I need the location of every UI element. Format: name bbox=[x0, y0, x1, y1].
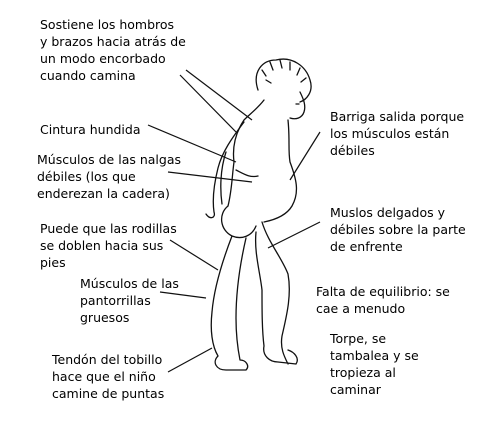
label-calves: Músculos de las pantorrillas gruesos bbox=[80, 276, 179, 325]
label-thighs: Muslos delgados y débiles sobre la parte… bbox=[330, 205, 466, 254]
front-leg-outline bbox=[254, 221, 298, 365]
face-icon bbox=[289, 91, 306, 120]
label-glutes: Músculos de las nalgas débiles (los que … bbox=[37, 152, 182, 201]
pointer-shoulders bbox=[179, 74, 237, 133]
label-knees: Puede que las rodillas se doblen hacia s… bbox=[40, 221, 177, 270]
back-leg-outline bbox=[210, 235, 249, 371]
pointer-knees bbox=[169, 239, 219, 271]
pointer-ankle bbox=[167, 347, 213, 373]
pointer-thighs bbox=[267, 221, 321, 249]
belly-outline bbox=[263, 119, 298, 223]
arm-outline bbox=[205, 121, 245, 219]
pointer-glutes bbox=[167, 171, 253, 183]
pointer-shoulders-2 bbox=[185, 69, 253, 121]
pointer-belly bbox=[289, 131, 321, 181]
label-ankle: Tendón del tobillo hace que el niño cami… bbox=[52, 352, 165, 401]
label-balance: Falta de equilibrio: se cae a menudo bbox=[316, 284, 450, 316]
label-shoulders: Sostiene los hombros y brazos hacia atrá… bbox=[40, 17, 186, 83]
hair-icon bbox=[255, 58, 312, 103]
label-clumsy: Torpe, se tambalea y se tropieza al cami… bbox=[330, 331, 419, 397]
label-waist: Cintura hundida bbox=[40, 122, 141, 137]
pointer-calves bbox=[159, 291, 207, 299]
back-outline bbox=[227, 99, 265, 207]
label-belly: Barriga salida porque los músculos están… bbox=[330, 109, 465, 158]
pointer-waist bbox=[147, 124, 237, 163]
buttocks-outline bbox=[221, 205, 257, 239]
